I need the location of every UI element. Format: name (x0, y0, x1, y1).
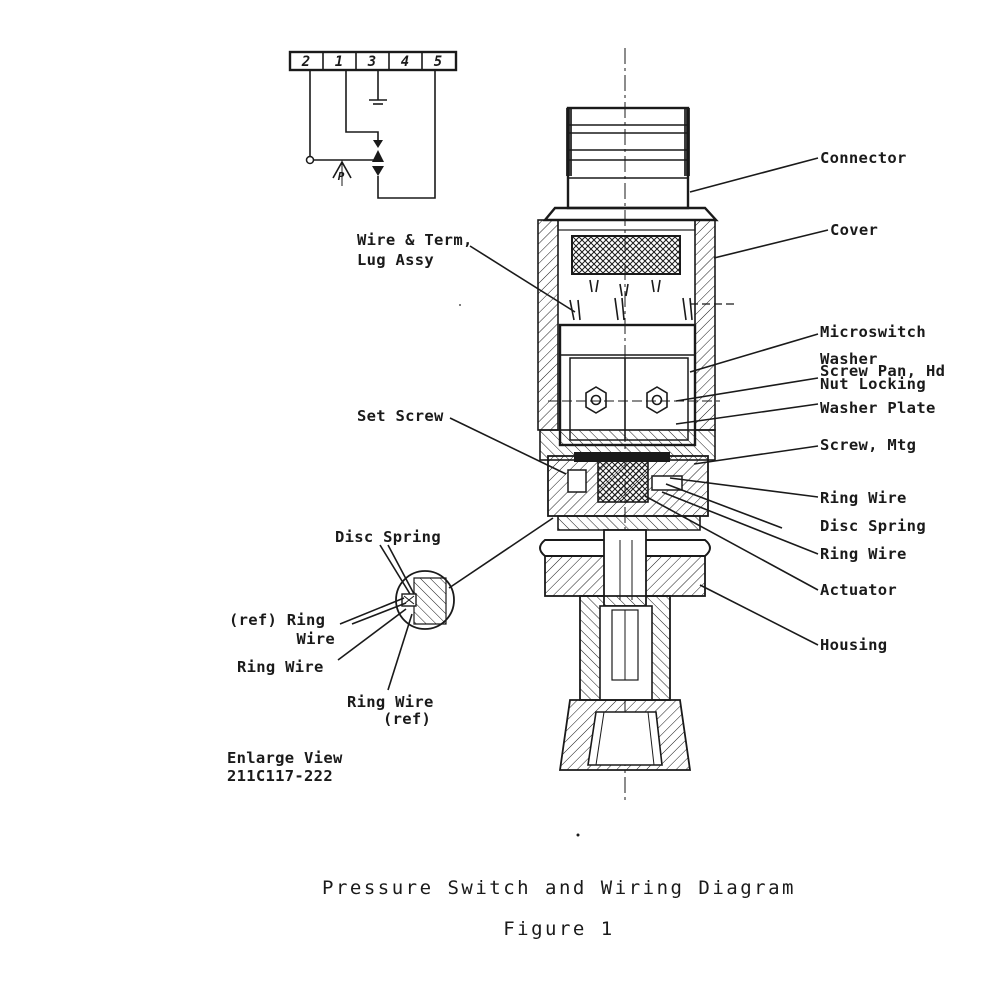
part-labels: Connector Cover Wire & Term, Lug Assy Mi… (227, 149, 945, 785)
terminal-5: 5 (434, 54, 442, 70)
common-contact (372, 150, 384, 162)
microswitch (548, 323, 720, 447)
actuator (597, 459, 649, 503)
label-connector: Connector (820, 149, 907, 167)
wiring-diagram: 2 1 3 4 5 P (288, 50, 458, 199)
terminal-3: 3 (367, 54, 376, 70)
label-ring-wire-a: Ring Wire (820, 489, 907, 507)
hex-nut-left (585, 386, 607, 414)
junction-circle (305, 155, 315, 165)
scan-dot (459, 304, 461, 306)
set-screw (567, 469, 587, 493)
leader-lines (337, 157, 829, 691)
label-actuator: Actuator (820, 581, 897, 599)
pressure-switch-body (395, 48, 738, 800)
label-washer: Washer (820, 350, 878, 368)
label-ring-wire-b: Ring Wire (820, 545, 907, 563)
label-set-screw: Set Screw (357, 407, 444, 425)
label-screw-mtg: Screw, Mtg (820, 436, 916, 454)
terminal-2: 2 (301, 54, 310, 70)
enlarged-view-leader (448, 517, 554, 589)
pressure-symbol-letter: P (338, 170, 345, 183)
label-washer-plate: Washer Plate (820, 399, 936, 417)
enlarged-view (395, 517, 554, 630)
label-ring-wire-ref-line1: Ring Wire (347, 693, 434, 711)
connector (566, 106, 690, 210)
mid-section (539, 429, 716, 517)
housing (539, 515, 711, 771)
hex-nut-right (646, 386, 668, 414)
wiring-lines: P (305, 70, 436, 199)
label-enlarge-view: Enlarge View (227, 749, 343, 767)
label-enlarge-part-number: 211C117-222 (227, 767, 333, 785)
label-ref-ring-line2: Wire (296, 630, 335, 648)
label-nut-locking: Nut Locking (820, 375, 926, 393)
terminal-block: 2 1 3 4 5 (288, 50, 458, 72)
label-housing: Housing (820, 636, 887, 654)
label-wire-term-line1: Wire & Term, (357, 231, 473, 249)
label-disc-spring-right: Disc Spring (820, 517, 926, 535)
label-ref-ring-line1: (ref) Ring (229, 611, 325, 629)
terminal-1: 1 (335, 54, 343, 70)
label-microswitch: Microswitch (820, 323, 926, 341)
nc-contact-arrow (373, 140, 383, 148)
pressure-symbol-icon: P (332, 160, 352, 186)
label-disc-spring-left: Disc Spring (335, 528, 441, 546)
scan-dot (576, 833, 580, 837)
cover (537, 206, 719, 431)
caption-figure-number: Figure 1 (503, 918, 615, 940)
no-contact-arrow (372, 166, 384, 176)
label-cover: Cover (830, 221, 878, 239)
caption-title: Pressure Switch and Wiring Diagram (322, 877, 796, 899)
label-ring-wire-left: Ring Wire (237, 658, 324, 676)
figure-caption: Pressure Switch and Wiring Diagram Figur… (322, 877, 796, 940)
label-wire-term-line2: Lug Assy (357, 251, 434, 269)
label-screw-pan: Screw Pan, Hd (820, 362, 945, 380)
connector-insert (571, 235, 681, 275)
terminal-4: 4 (401, 54, 409, 70)
label-ring-wire-ref-line2: (ref) (383, 710, 431, 728)
